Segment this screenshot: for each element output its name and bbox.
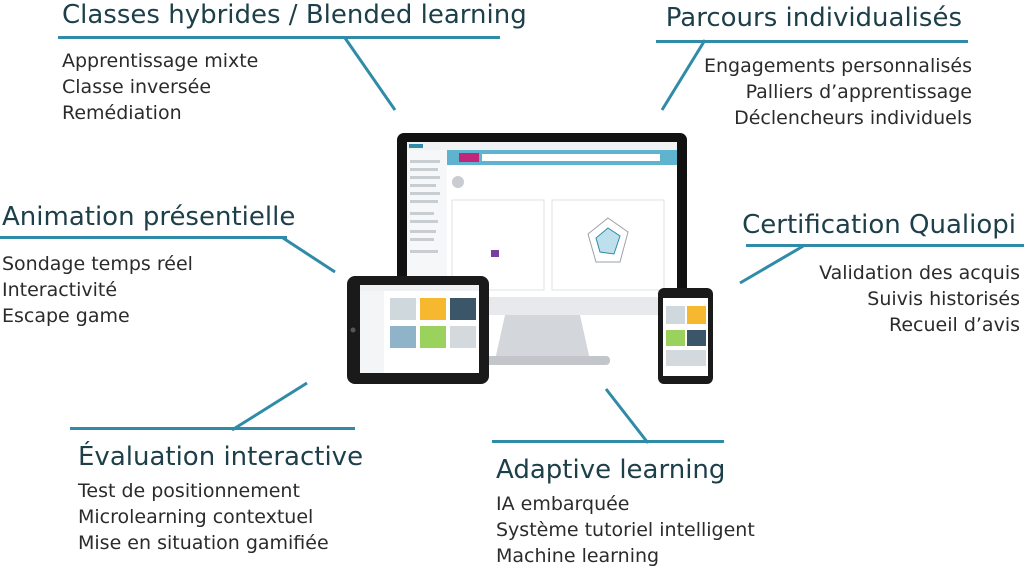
block-item: Engagements personnalisés bbox=[704, 55, 972, 77]
block-title: Parcours individualisés bbox=[665, 3, 962, 33]
block-title: Évaluation interactive bbox=[78, 442, 364, 472]
block-item: Mise en situation gamifiée bbox=[78, 532, 329, 554]
block-item: IA embarquée bbox=[496, 493, 630, 515]
block-title: Certification Qualiopi bbox=[742, 210, 1016, 240]
connector-parcours bbox=[660, 39, 707, 111]
rule-animation bbox=[0, 236, 287, 239]
block-animation: Animation présentielle Sondage temps rée… bbox=[2, 202, 295, 329]
connector-evaluation bbox=[231, 381, 308, 432]
smartphone bbox=[658, 288, 713, 384]
connector-certification bbox=[739, 243, 806, 285]
block-item: Classe inversée bbox=[62, 76, 212, 98]
block-title: Adaptive learning bbox=[496, 455, 726, 485]
rule-blended bbox=[58, 36, 500, 39]
block-title: Animation présentielle bbox=[2, 202, 296, 232]
block-title: Classes hybrides / Blended learning bbox=[62, 0, 527, 30]
block-item: Système tutoriel intelligent bbox=[496, 519, 755, 541]
block-item: Remédiation bbox=[62, 102, 182, 124]
block-item: Palliers d’apprentissage bbox=[745, 81, 972, 103]
block-evaluation: Évaluation interactive Test de positionn… bbox=[78, 442, 363, 556]
rule-evaluation bbox=[70, 427, 355, 430]
block-item: Sondage temps réel bbox=[2, 253, 193, 275]
block-blended: Classes hybrides / Blended learning Appr… bbox=[62, 0, 527, 126]
block-item: Recueil d’avis bbox=[889, 314, 1020, 336]
connector-adaptive bbox=[604, 388, 650, 444]
block-item: Escape game bbox=[2, 305, 130, 327]
rule-parcours bbox=[656, 40, 968, 43]
block-item: Déclencheurs individuels bbox=[734, 107, 972, 129]
block-item: Suivis historisés bbox=[867, 288, 1020, 310]
block-item: Machine learning bbox=[496, 545, 660, 567]
block-adaptive: Adaptive learning IA embarquée Système t… bbox=[496, 455, 755, 569]
connector-animation bbox=[282, 236, 336, 274]
tablet bbox=[347, 276, 489, 384]
rule-certification bbox=[746, 244, 1024, 247]
block-parcours: Parcours individualisés Engagements pers… bbox=[666, 3, 972, 131]
connector-blended bbox=[343, 37, 397, 111]
block-item: Microlearning contextuel bbox=[78, 506, 314, 528]
rule-adaptive bbox=[492, 440, 724, 443]
block-certification: Certification Qualiopi Validation des ac… bbox=[742, 210, 1020, 338]
block-item: Test de positionnement bbox=[78, 480, 300, 502]
block-item: Apprentissage mixte bbox=[62, 50, 259, 72]
block-item: Interactivité bbox=[2, 279, 118, 301]
block-item: Validation des acquis bbox=[819, 262, 1020, 284]
